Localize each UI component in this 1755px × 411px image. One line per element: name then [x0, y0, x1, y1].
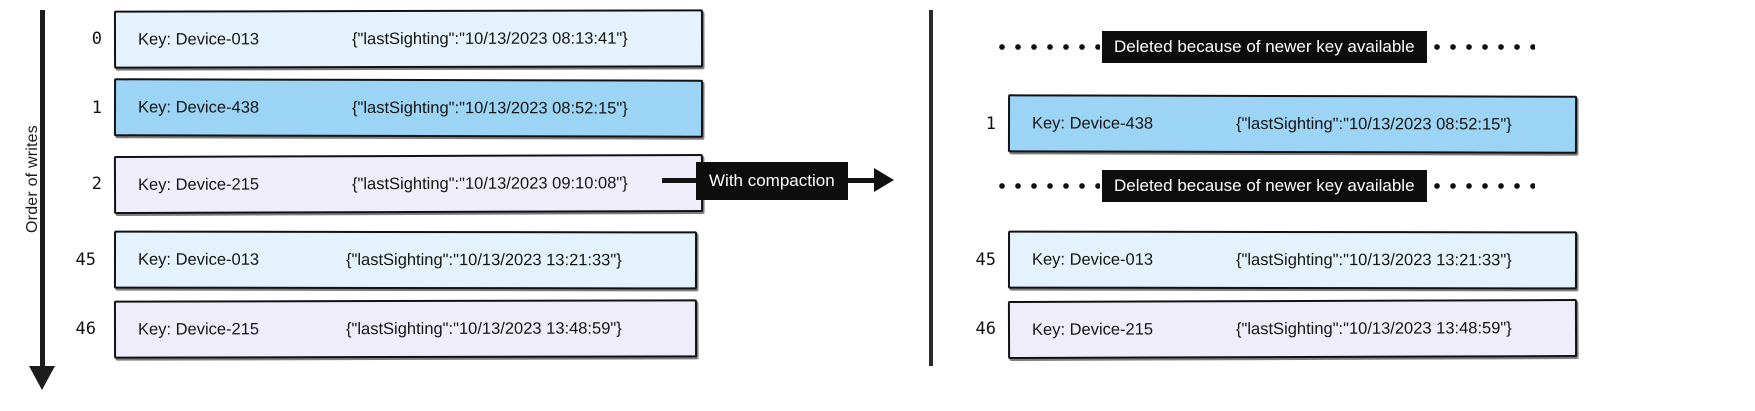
record-box[interactable]: Key: Device-215 {"lastSighting":"10/13/2… [1007, 299, 1578, 359]
record-value: {"lastSighting":"10/13/2023 13:48:59"} [345, 319, 622, 338]
record-key: Key: Device-013 [137, 250, 260, 269]
row-index: 46 [75, 319, 96, 339]
row-index: 1 [91, 98, 102, 118]
record-key: Key: Device-438 [1031, 113, 1154, 133]
deleted-note: Deleted because of newer key available [994, 31, 1535, 63]
with-compaction-arrow: With compaction [662, 162, 894, 200]
right-arrow-icon [874, 168, 894, 192]
dotted-line-left [994, 183, 1100, 189]
panel-divider [929, 10, 933, 366]
record-box[interactable]: Key: Device-215 {"lastSighting":"10/13/2… [113, 153, 704, 215]
record-key: Key: Device-215 [137, 319, 260, 339]
record-value: {"lastSighting":"10/13/2023 08:52:15"} [1235, 114, 1512, 134]
row-index: 2 [91, 174, 102, 194]
order-of-writes-axis-line [40, 10, 45, 370]
down-arrow-icon [29, 366, 55, 390]
row-index: 1 [985, 114, 996, 134]
record-box[interactable]: Key: Device-215 {"lastSighting":"10/13/2… [113, 299, 698, 359]
arrow-stem-left [662, 178, 696, 183]
record-key: Key: Device-438 [137, 97, 260, 117]
deleted-note-label: Deleted because of newer key available [1102, 170, 1427, 202]
record-key: Key: Device-215 [1031, 319, 1154, 339]
record-value: {"lastSighting":"10/13/2023 09:10:08"} [351, 173, 628, 193]
dotted-line-right [1428, 183, 1535, 189]
record-value: {"lastSighting":"10/13/2023 13:21:33"} [345, 250, 622, 269]
arrow-stem-right [848, 178, 876, 183]
deleted-note: Deleted because of newer key available [994, 170, 1535, 202]
dotted-line-right [1428, 44, 1535, 50]
record-key: Key: Device-013 [137, 29, 260, 49]
dotted-line-left [994, 44, 1100, 50]
deleted-note-label: Deleted because of newer key available [1102, 31, 1427, 63]
row-index: 45 [975, 250, 996, 270]
record-box[interactable]: Key: Device-438 {"lastSighting":"10/13/2… [1007, 94, 1578, 154]
row-index: 45 [75, 250, 96, 270]
record-value: {"lastSighting":"10/13/2023 08:52:15"} [351, 98, 628, 118]
record-box[interactable]: Key: Device-013 {"lastSighting":"10/13/2… [1007, 230, 1578, 290]
record-box[interactable]: Key: Device-438 {"lastSighting":"10/13/2… [113, 78, 704, 138]
with-compaction-label: With compaction [696, 162, 848, 200]
record-box[interactable]: Key: Device-013 {"lastSighting":"10/13/2… [113, 9, 704, 69]
axis-label-order-of-writes: Order of writes [24, 125, 41, 233]
record-box[interactable]: Key: Device-013 {"lastSighting":"10/13/2… [113, 230, 698, 290]
record-value: {"lastSighting":"10/13/2023 13:21:33"} [1235, 250, 1512, 269]
record-key: Key: Device-215 [137, 175, 260, 194]
row-index: 46 [975, 319, 996, 339]
record-key: Key: Device-013 [1031, 250, 1154, 269]
record-value: {"lastSighting":"10/13/2023 13:48:59"} [1235, 318, 1512, 338]
record-value: {"lastSighting":"10/13/2023 08:13:41"} [351, 29, 628, 48]
row-index: 0 [91, 29, 102, 49]
